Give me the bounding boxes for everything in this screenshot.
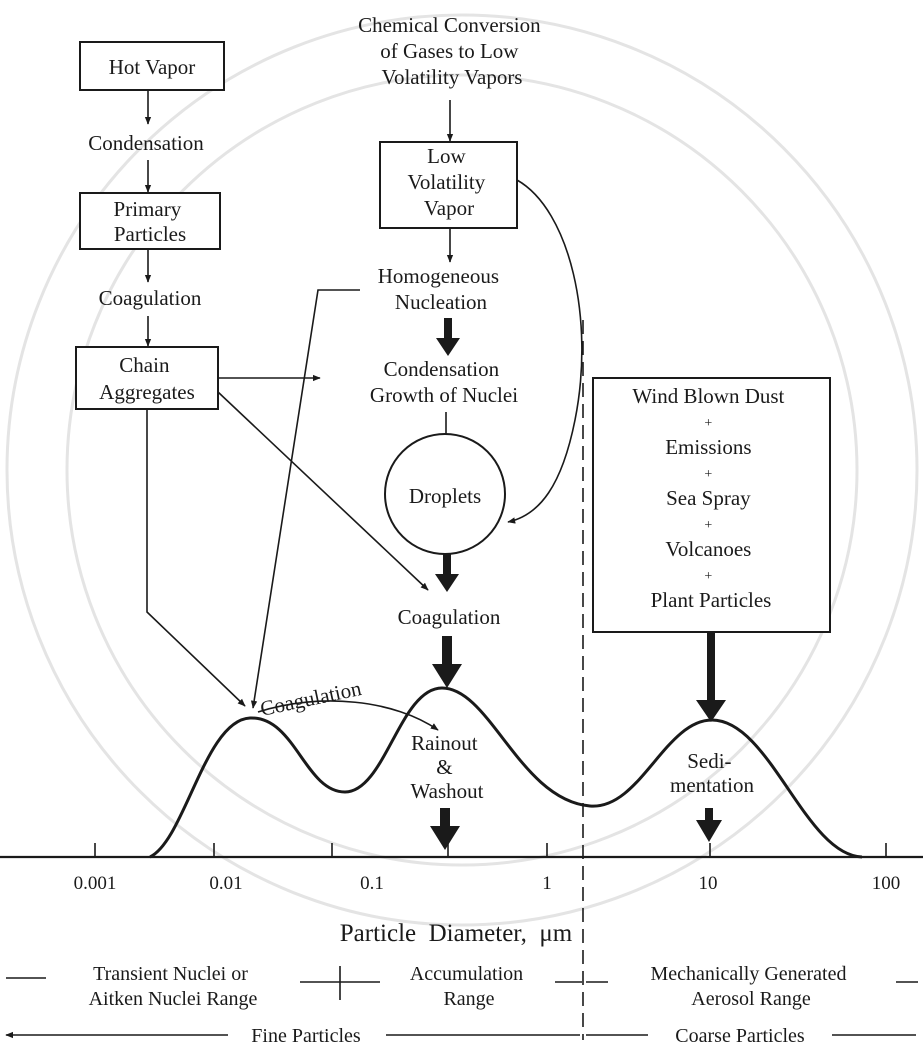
primary-particles-box xyxy=(79,192,221,250)
mechanical-range-label: Mechanically Generated Aerosol Range xyxy=(650,963,851,1010)
x-axis-ticks xyxy=(94,843,887,857)
tick-label-100: 100 xyxy=(872,873,901,894)
chemical-conversion-label: Chemical Conversion of Gases to Low Vola… xyxy=(358,13,546,89)
watermark-seal xyxy=(5,13,919,927)
arrow-chain-to-nuclei-peak xyxy=(146,409,246,707)
tick-label-0.001: 0.001 xyxy=(74,873,117,894)
primary-particles-label: Primary Particles xyxy=(114,197,187,246)
tick-label-0.01: 0.01 xyxy=(209,873,242,894)
coarse-sources-label: Wind Blown Dust + Emissions + Sea Spray … xyxy=(632,384,789,612)
tick-label-0.1: 0.1 xyxy=(360,873,384,894)
arrow-droplets-to-coagulation xyxy=(435,554,459,592)
tick-label-10: 10 xyxy=(699,873,718,894)
arrow-rainout-down xyxy=(430,808,460,850)
arrow-nucleation-to-nuclei-peak xyxy=(250,289,360,709)
hot-vapor-label: Hot Vapor xyxy=(109,55,196,79)
sedimentation-label: Sedi- mentation xyxy=(670,749,754,797)
arrow-nucleation-to-growth xyxy=(436,318,460,356)
tick-label-1: 1 xyxy=(542,873,552,894)
chain-aggregates-label: Chain Aggregates xyxy=(99,353,195,404)
arrow-coagulation-to-accumulation-peak xyxy=(432,636,462,688)
condensation-growth-label: Condensation Growth of Nuclei xyxy=(370,357,518,407)
arrow-sources-to-coarse-peak xyxy=(696,632,726,722)
hot-vapor-box xyxy=(79,41,225,91)
coarse-particles-label: Coarse Particles xyxy=(675,1025,805,1047)
arrow-vapor-to-droplets xyxy=(507,179,583,524)
arrow-sedimentation-down xyxy=(696,808,722,842)
accumulation-range-label: Accumulation Range xyxy=(410,963,528,1010)
homogeneous-nucleation-label: Homogeneous Nucleation xyxy=(378,264,505,314)
droplets-label: Droplets xyxy=(409,484,481,508)
coarse-sources-box xyxy=(592,377,831,633)
condensation-left-label: Condensation xyxy=(88,131,204,155)
coagulation-left-label: Coagulation xyxy=(99,286,202,310)
chain-aggregates-box xyxy=(75,346,219,410)
coagulation-curve-label: Coagulation xyxy=(258,676,364,721)
low-volatility-vapor-box xyxy=(379,141,518,229)
arrow-coagulation-curve xyxy=(257,700,439,731)
transient-range-label: Transient Nuclei or Aitken Nuclei Range xyxy=(89,963,258,1010)
rainout-washout-label: Rainout & Washout xyxy=(411,731,484,803)
fine-particles-label: Fine Particles xyxy=(251,1025,361,1047)
low-volatility-vapor-label: Low Volatility Vapor xyxy=(407,144,490,220)
x-axis-title: Particle Diameter, μm xyxy=(340,920,573,947)
arrow-chain-to-coagulation xyxy=(217,391,429,591)
coagulation-center-label: Coagulation xyxy=(398,605,501,629)
size-distribution-curve xyxy=(149,686,863,859)
